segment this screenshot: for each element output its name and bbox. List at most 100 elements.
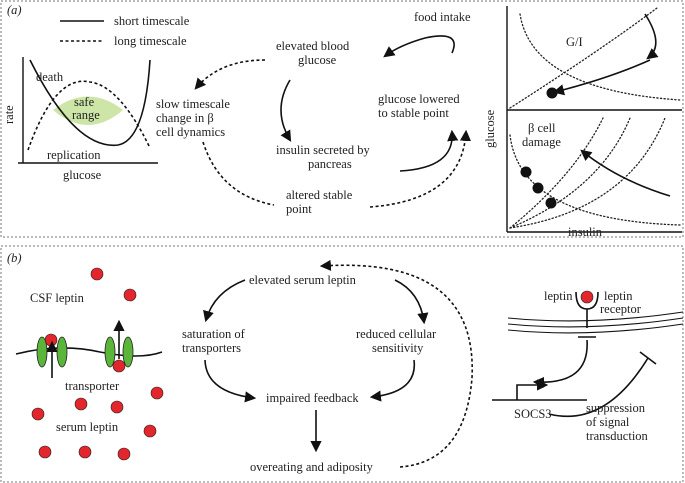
- transporter-left-a: [36, 336, 48, 368]
- bottom-nullcline-2: [509, 117, 604, 229]
- arrow-glucose-to-insulin: [280, 79, 292, 142]
- safe-label-2: range: [72, 108, 100, 122]
- leptin-label: leptin: [544, 289, 573, 303]
- panel-b-frame: [0, 245, 684, 483]
- arrow-saturation-to-impaired: [204, 359, 257, 403]
- phase-plots: glucose insulin G/I β cell damage: [483, 6, 682, 239]
- bound-leptin-dot: [112, 359, 126, 373]
- arrow-glucose-to-slow-change: [194, 59, 266, 90]
- arrow-receptor-to-socs3: [532, 339, 588, 389]
- insulin-secreted-label-2: pancreas: [308, 157, 352, 171]
- altered-point-label-1: altered stable: [286, 188, 353, 202]
- slow-change-label-2: change in β: [156, 111, 214, 125]
- beta-damage-label-2: damage: [522, 135, 561, 149]
- phase-x-label: insulin: [568, 225, 603, 239]
- panel-b-letter: (b): [7, 251, 22, 265]
- serum-leptin-dot: [78, 445, 92, 459]
- overeating-label: overeating and adiposity: [250, 460, 374, 474]
- suppression-label-1: suppression: [586, 401, 646, 415]
- socs3-inhibition-bar: [639, 351, 657, 365]
- death-label: death: [36, 70, 64, 84]
- reduced-sensitivity-label-2: sensitivity: [372, 341, 424, 355]
- serum-leptin-dot: [38, 445, 52, 459]
- elevated-leptin-label: elevated serum leptin: [249, 273, 357, 287]
- leptin-signaling: leptin leptin receptor SOCS3 suppression…: [492, 289, 684, 443]
- socs3-label: SOCS3: [514, 407, 552, 421]
- receptor-bound-leptin-dot: [580, 290, 594, 304]
- arrow-insulin-to-lowered: [399, 129, 459, 172]
- suppression-label-3: transduction: [586, 429, 649, 443]
- arrow-reduced-to-impaired: [369, 359, 416, 402]
- membrane-line-3: [507, 323, 684, 334]
- transporter-right-b: [122, 336, 134, 368]
- serum-leptin-dot: [31, 407, 45, 421]
- csf-leptin-dot: [44, 333, 58, 347]
- legend-short-label: short timescale: [114, 14, 190, 28]
- phase-y-label: glucose: [483, 109, 497, 148]
- serum-leptin-dot: [143, 424, 157, 438]
- arrow-elevated-to-reduced: [394, 279, 429, 325]
- beta-damage-label-1: β cell: [528, 121, 556, 135]
- gi-label: G/I: [566, 35, 583, 49]
- receptor-label-1: leptin: [604, 289, 633, 303]
- suppression-label-2: of signal: [586, 415, 630, 429]
- transporter-right-a: [104, 336, 116, 368]
- serum-leptin-label: serum leptin: [56, 420, 119, 434]
- food-intake-label: food intake: [414, 10, 471, 24]
- socs3-inhibition-line: [548, 357, 649, 418]
- bottom-nullcline-4: [509, 117, 666, 229]
- panel-a-frame: [0, 0, 684, 238]
- csf-leptin-dot: [123, 288, 137, 302]
- reduced-sensitivity-label-1: reduced cellular: [356, 327, 437, 341]
- bottom-stable-point-3: [545, 197, 557, 209]
- serum-leptin-dot: [150, 386, 164, 400]
- receptor-label-2: receptor: [600, 302, 642, 316]
- impaired-feedback-label: impaired feedback: [266, 391, 359, 405]
- slow-change-label-1: slow timescale: [156, 97, 230, 111]
- slow-change-label-3: cell dynamics: [156, 125, 225, 139]
- timescale-legend: short timescale long timescale: [60, 14, 190, 48]
- glucose-lowered-label-1: glucose lowered: [378, 92, 460, 106]
- panel-a-letter: (a): [7, 3, 22, 17]
- glucose-lowered-label-2: to stable point: [378, 106, 449, 120]
- bottom-nullcline-3: [509, 117, 631, 229]
- arrow-elevated-to-saturation: [203, 279, 246, 323]
- elevated-glucose-label-2: glucose: [298, 53, 337, 67]
- top-nullcline-1: [519, 13, 681, 101]
- arrow-altered-to-lowered: [369, 129, 472, 208]
- saturation-label-2: transporters: [182, 341, 241, 355]
- death-curve: [29, 59, 151, 146]
- legend-long-label: long timescale: [114, 34, 187, 48]
- bottom-nullcline-1: [509, 134, 681, 226]
- replication-curve: [27, 80, 151, 151]
- rate-glucose-plot: rate glucose death safe range replicatio…: [2, 57, 158, 182]
- top-nullcline-2: [509, 7, 658, 109]
- arrow-overeating-feedback: [319, 259, 473, 468]
- saturation-label-1: saturation of: [182, 327, 246, 341]
- top-stable-point: [546, 87, 558, 99]
- csf-leptin-label: CSF leptin: [30, 291, 85, 305]
- arrow-food-to-glucose: [383, 35, 455, 58]
- serum-leptin-dot: [74, 397, 88, 411]
- serum-leptin-dot: [110, 400, 124, 414]
- socs3-promoter-arrow: [516, 379, 549, 400]
- membrane-line-1: [507, 311, 684, 322]
- elevated-glucose-label-1: elevated blood: [276, 39, 350, 53]
- membrane-line-2: [507, 317, 684, 328]
- replication-label: replication: [47, 148, 101, 162]
- insulin-secreted-label-1: insulin secreted by: [276, 143, 370, 157]
- transporter-left-b: [56, 336, 68, 368]
- bottom-stable-point-1: [520, 166, 532, 178]
- csf-leptin-dot: [90, 267, 104, 281]
- bottom-stable-point-2: [532, 182, 544, 194]
- transporter-label: transporter: [65, 379, 120, 393]
- rate-y-label: rate: [2, 105, 16, 124]
- safe-label-1: safe: [74, 95, 95, 109]
- safe-range-region: [53, 96, 123, 125]
- top-trajectory-segment-1: [644, 13, 659, 60]
- bottom-damage-trajectory: [580, 149, 671, 197]
- leptin-transport: CSF leptin transporter serum leptin: [15, 267, 164, 461]
- rate-x-label: glucose: [63, 168, 102, 182]
- arrow-slow-to-altered: [202, 141, 275, 206]
